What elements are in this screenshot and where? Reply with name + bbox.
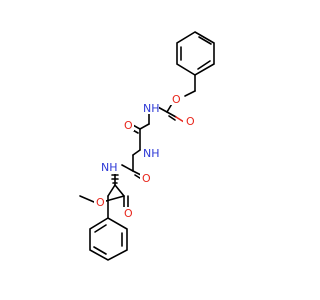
atom-o-gly2-carbonyl: O <box>142 172 151 185</box>
benzyl-ch2-o-bond <box>184 90 196 97</box>
ca-ch2-bond <box>107 184 116 197</box>
atom-o-carbamate-ester: O <box>172 93 181 106</box>
atom-n-phe: NH <box>101 161 118 174</box>
benzene-ring-bottom <box>89 217 128 261</box>
molecule-structure-diagram: O O NH O NH O NH O O <box>79 31 215 261</box>
atom-n-gly2: NH <box>143 147 160 160</box>
atom-o-gly1-carbonyl: O <box>124 119 133 132</box>
atom-o-ester-carbonyl: O <box>124 207 133 220</box>
benzene-ring-top <box>176 31 215 76</box>
gly2-n-ch2-bond <box>132 149 141 156</box>
ester-c-o-single <box>105 195 125 202</box>
atom-n-carbamate: NH <box>143 102 160 115</box>
carbamate-c-o-double <box>166 111 177 118</box>
methoxy-c-bond <box>79 195 95 203</box>
atom-o-ester-methoxy: O <box>96 196 105 209</box>
gly1-ch2-c-bond <box>139 123 150 130</box>
stereo-hash-wedge <box>111 174 119 184</box>
gly2-c-n-bond <box>121 164 134 172</box>
ca-ester-c-bond <box>114 184 125 197</box>
atom-o-carbamate-carbonyl: O <box>186 115 195 128</box>
